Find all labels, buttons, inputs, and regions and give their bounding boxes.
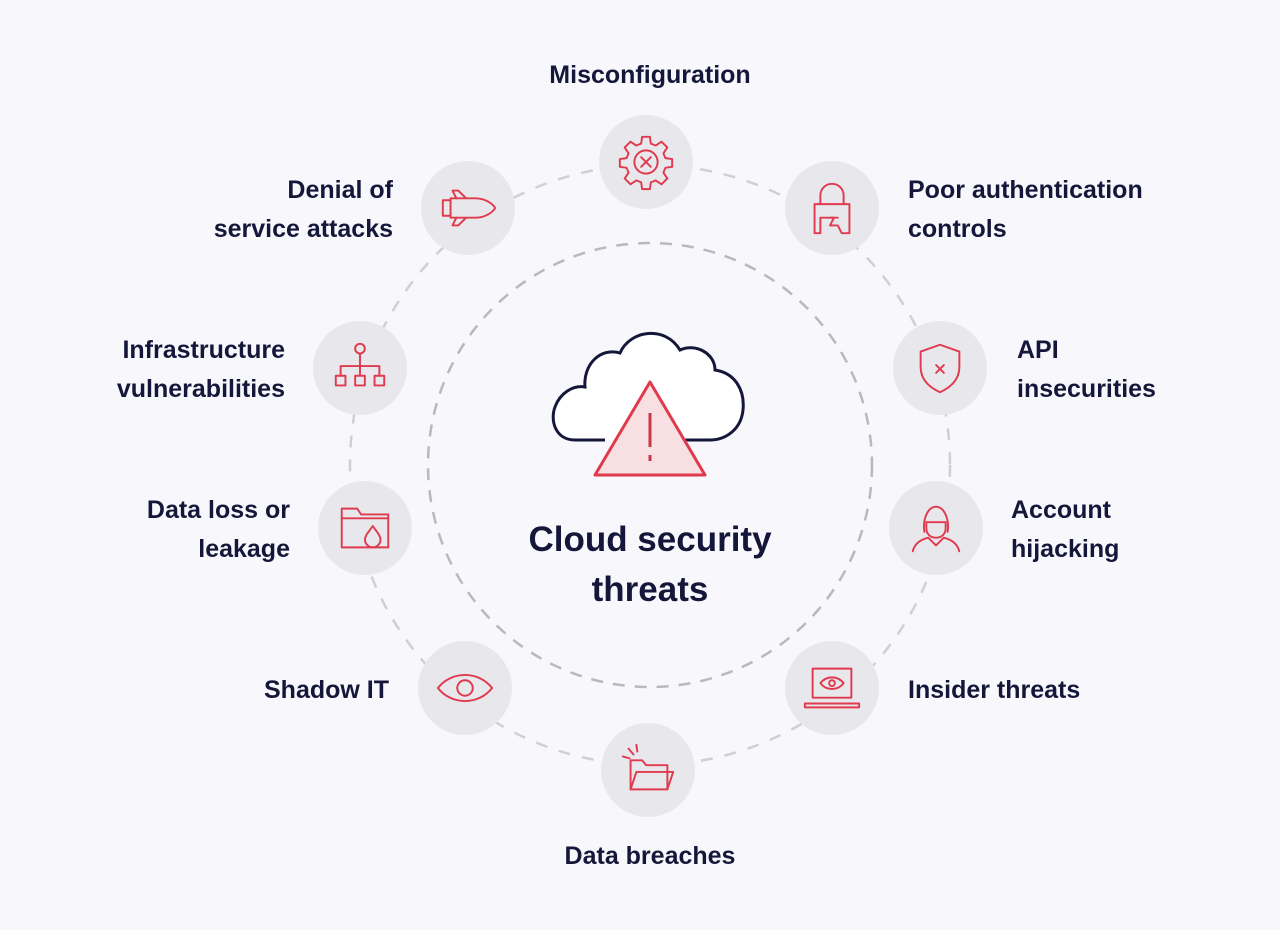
label-misconfiguration: Misconfiguration [500,56,800,95]
cloud-warning-icon [551,332,745,477]
label-line: Poor authentication [908,176,1143,204]
center-title-line1: Cloud security [528,520,772,559]
node-denial-of-service [421,161,515,255]
label-line: Account [1011,496,1111,524]
label-line: leakage [198,535,290,563]
label-line: API [1017,336,1059,364]
eye-icon [436,674,494,702]
laptop-eye-icon [803,667,861,709]
node-misconfiguration [599,115,693,209]
label-poor-authentication: Poor authentication controls [908,171,1143,249]
node-shadow-it [418,641,512,735]
label-account-hijacking: Account hijacking [1011,491,1119,569]
node-api-insecurities [893,321,987,415]
label-denial-of-service: Denial of service attacks [214,171,393,249]
blimp-icon [441,189,497,227]
label-line: insecurities [1017,375,1156,403]
label-line: Shadow IT [264,676,389,704]
center-title: Cloud security threats [450,515,850,615]
node-insider-threats [785,641,879,735]
label-line: vulnerabilities [116,375,285,403]
label-line: hijacking [1011,535,1120,563]
label-data-breaches: Data breaches [500,837,800,876]
shield-x-icon [919,343,961,394]
label-shadow-it: Shadow IT [264,671,389,710]
label-line: controls [908,215,1007,243]
label-data-loss: Data loss or leakage [147,491,290,569]
hierarchy-icon [334,342,386,387]
outer-dashed-ring [348,163,952,767]
label-line: Denial of [287,176,393,204]
center-title-line2: threats [591,570,709,609]
node-data-loss [318,481,412,575]
folder-drop-icon [340,507,390,549]
label-infrastructure: Infrastructure vulnerabilities [117,331,285,409]
broken-lock-icon [813,182,851,235]
label-insider-threats: Insider threats [908,671,1080,710]
inner-dashed-ring [426,241,874,689]
label-line: Data breaches [564,842,736,870]
gear-x-icon [618,135,674,191]
label-api-insecurities: API insecurities [1017,331,1156,409]
node-infrastructure [313,321,407,415]
node-data-breaches [601,723,695,817]
hooded-hacker-icon [911,505,961,553]
open-folder-icon [621,743,675,791]
label-line: Misconfiguration [549,61,751,89]
node-poor-authentication [785,161,879,255]
label-line: Insider threats [908,676,1081,704]
label-line: service attacks [213,215,393,243]
node-account-hijacking [889,481,983,575]
label-line: Data loss or [146,496,290,524]
label-line: Infrastructure [122,336,285,364]
